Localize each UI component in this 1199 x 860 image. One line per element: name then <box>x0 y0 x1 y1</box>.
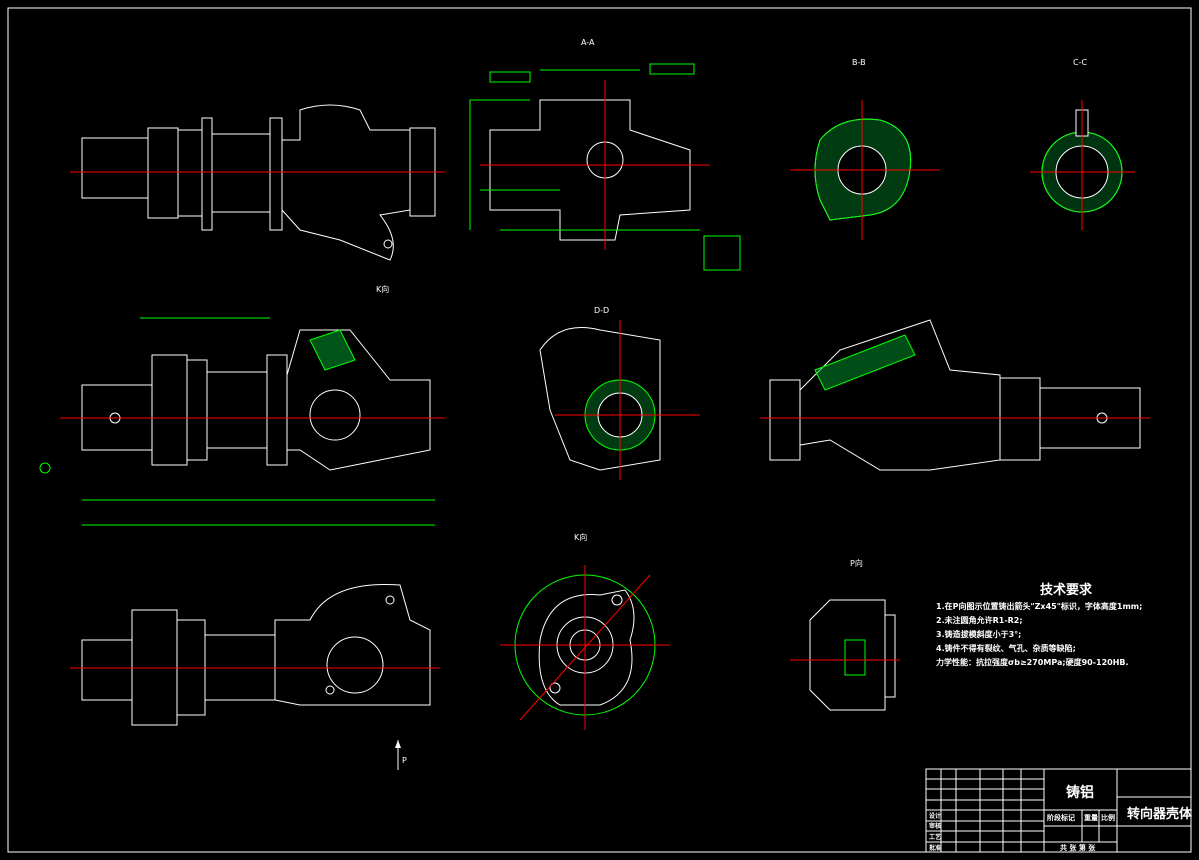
drawing-border <box>7 7 1192 853</box>
right-section-view <box>769 319 1141 471</box>
requirement-item: 力学性能：抗拉强度σb≥270MPa;硬度90-120HB. <box>936 658 1129 667</box>
arrow-p-label: P <box>402 756 407 765</box>
stage-mark-label: 阶段标记 <box>1047 814 1075 822</box>
bottom-left-view <box>81 583 431 726</box>
requirement-item: 2.未注圆角允许R1-R2; <box>936 616 1023 625</box>
main-dimensions <box>39 317 435 526</box>
approve-label: 批准 <box>929 845 942 852</box>
design-label: 设计 <box>929 813 942 820</box>
sheets-label: 共 张 第 张 <box>1060 844 1096 852</box>
process-label: 工艺 <box>929 834 942 841</box>
arrow-k-label: K向 <box>376 285 390 294</box>
part-name: 转向器壳体 <box>1127 807 1193 822</box>
section-aa-hatch <box>469 63 741 271</box>
section-cc-label: C-C <box>1073 58 1088 67</box>
view-k-label: K向 <box>574 533 588 542</box>
check-label: 审核 <box>929 823 942 830</box>
requirement-item: 3.铸造拔模斜度小于3°; <box>936 630 1022 639</box>
section-dd-view <box>539 327 661 471</box>
section-aa-view <box>489 99 691 241</box>
section-bb-label: B-B <box>852 58 866 67</box>
requirement-item: 4.铸件不得有裂纹、气孔、杂质等缺陷; <box>936 644 1076 653</box>
section-dd-label: D-D <box>594 306 610 315</box>
title-block <box>925 768 1192 853</box>
view-p-label: P向 <box>850 559 863 568</box>
top-left-view <box>81 104 436 261</box>
view-p <box>809 599 896 711</box>
requirements-title: 技术要求 <box>1039 583 1092 598</box>
technical-requirements: 技术要求 1.在P向图示位置铸出箭头"Zx45"标识，字体高度1mm; 2.未注… <box>936 584 1196 670</box>
section-aa-label: A-A <box>581 38 595 47</box>
weight-label: 重量 <box>1084 814 1098 822</box>
scale-label: 比例 <box>1101 814 1115 822</box>
requirement-item: 1.在P向图示位置铸出箭头"Zx45"标识，字体高度1mm; <box>936 602 1143 611</box>
view-k <box>538 589 635 706</box>
material-label: 铸铝 <box>1066 785 1094 801</box>
main-front-view <box>81 329 431 471</box>
